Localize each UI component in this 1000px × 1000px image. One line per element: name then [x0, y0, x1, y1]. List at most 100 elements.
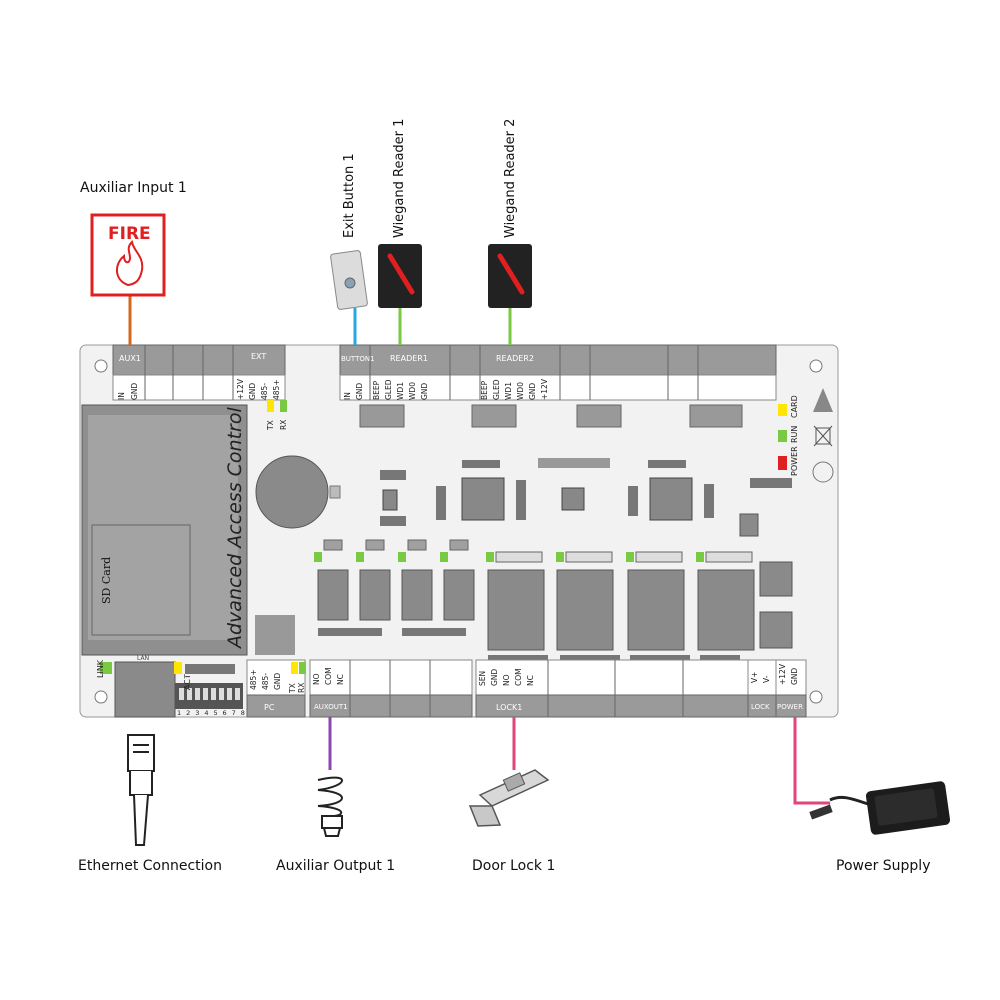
pin-r2-wd1: WD1 — [504, 382, 513, 400]
ext-terminal: EXT — [251, 352, 267, 361]
rx-label: RX — [279, 419, 288, 430]
pc-tx-led — [291, 662, 298, 674]
pin-power-gnd: GND — [790, 667, 799, 685]
aux1-terminal: AUX1 — [119, 354, 141, 363]
mcu-chip-2 — [649, 477, 693, 521]
pin-pc-gnd: GND — [273, 672, 282, 690]
exit-button-icon — [330, 250, 368, 310]
dip-number: 4 — [204, 709, 209, 717]
lock-terminal: LOCK — [751, 703, 770, 711]
power-led-label: POWER — [790, 446, 799, 476]
card-reader-icon — [378, 244, 422, 308]
board-title: Advanced Access Control — [224, 407, 246, 648]
dip-number: 1 — [177, 709, 182, 717]
warning-symbol — [813, 388, 833, 412]
pin-ext-12v: +12V — [236, 379, 245, 400]
relay-leds — [314, 552, 704, 562]
button1-terminal: BUTTON1 — [341, 355, 375, 363]
card-led-label: CARD — [790, 395, 799, 418]
lan-terminal: LAN — [137, 655, 150, 662]
reader2-label: Wiegand Reader 2 — [503, 118, 518, 238]
run-led-label: RUN — [790, 425, 799, 443]
act-led — [174, 662, 182, 674]
pin-auxout-nc: NC — [336, 674, 345, 685]
aux-output-label: Auxiliar Output 1 — [276, 858, 396, 874]
pin-lock-vminus: V- — [762, 675, 771, 683]
pin-lock-no: NO — [502, 674, 511, 686]
lan-jack — [114, 661, 176, 718]
pin-btn-gnd: GND — [355, 382, 364, 400]
power-adapter-icon — [809, 781, 951, 835]
electric-strike-icon — [468, 769, 550, 827]
power-terminal: POWER — [777, 703, 803, 711]
dip-number: 3 — [195, 709, 200, 717]
pc-rx-label: RX — [297, 682, 306, 693]
power-wire — [793, 717, 830, 805]
pin-auxout-no: NO — [312, 673, 321, 685]
pin-lock-sen: SEN — [478, 670, 487, 686]
pin-pc-485p: 485+ — [249, 669, 258, 690]
small-chip-2 — [382, 489, 398, 511]
tx-led — [267, 400, 274, 412]
weee-symbol — [815, 427, 831, 445]
mount-hole — [94, 690, 108, 704]
pin-r1-gnd: GND — [420, 382, 429, 400]
pin-r1-wd1: WD1 — [396, 382, 405, 400]
pin-r1-beep: BEEP — [372, 380, 381, 400]
fire-label: FIRE — [108, 224, 151, 244]
dip-number: 6 — [222, 709, 227, 717]
pin-lock-gnd: GND — [490, 668, 499, 686]
dip-number: 7 — [231, 709, 236, 717]
sd-card-outline — [91, 524, 191, 636]
reader2-terminal: READER2 — [496, 354, 534, 363]
pin-lock-vplus: V+ — [750, 671, 759, 683]
mcu-chip — [461, 477, 505, 521]
run-led — [778, 430, 787, 442]
dip-number: 5 — [213, 709, 218, 717]
small-chip — [561, 487, 585, 511]
aux-input-label: Auxiliar Input 1 — [80, 180, 187, 196]
pin-r2-gnd: GND — [528, 382, 537, 400]
pin-lock-com: COM — [514, 668, 523, 686]
cfl-bulb-icon — [317, 776, 343, 837]
dip-numbers: 1 2 3 4 5 6 7 8 — [177, 709, 245, 717]
pin-r2-12v: +12V — [540, 379, 549, 400]
relays — [317, 513, 793, 651]
pc-rx-led — [299, 662, 306, 674]
pin-ext-485n: 485- — [260, 382, 269, 400]
sd-card-label: SD Card — [100, 556, 113, 604]
ethernet-label: Ethernet Connection — [78, 858, 222, 874]
card-reader-icon-2 — [488, 244, 532, 308]
mount-hole — [94, 359, 108, 373]
tx-label: TX — [266, 420, 275, 430]
rj45-plug-icon — [127, 734, 155, 846]
pc-terminal: PC — [264, 703, 275, 712]
reader1-terminal: READER1 — [390, 354, 428, 363]
exit-button-label: Exit Button 1 — [342, 153, 357, 238]
link-led — [100, 662, 112, 674]
pin-ext-gnd: GND — [248, 382, 257, 400]
pin-btn-in: IN — [343, 392, 352, 400]
relay-caps — [323, 539, 753, 563]
pin-r1-gled: GLED — [384, 379, 393, 400]
pin-auxout-com: COM — [324, 667, 333, 685]
door-lock-label: Door Lock 1 — [472, 858, 556, 874]
rohs-symbol — [812, 461, 834, 483]
coin-battery — [255, 455, 329, 529]
pin-aux-in: IN — [117, 392, 126, 400]
pin-lock-nc: NC — [526, 675, 535, 686]
main-module-inner — [88, 415, 238, 640]
pin-r2-beep: BEEP — [480, 380, 489, 400]
connector-small — [185, 664, 235, 674]
reader1-label: Wiegand Reader 1 — [392, 118, 407, 238]
pin-pc-485n: 485- — [261, 672, 270, 690]
jumper-blocks — [359, 404, 743, 428]
dip-number: 2 — [186, 709, 191, 717]
pc-tx-label: TX — [288, 683, 297, 693]
fire-alarm — [90, 213, 166, 297]
power-supply-label: Power Supply — [836, 858, 931, 874]
mount-hole — [809, 690, 823, 704]
top-terminal-strip — [112, 344, 777, 401]
fire-icon — [116, 239, 144, 287]
